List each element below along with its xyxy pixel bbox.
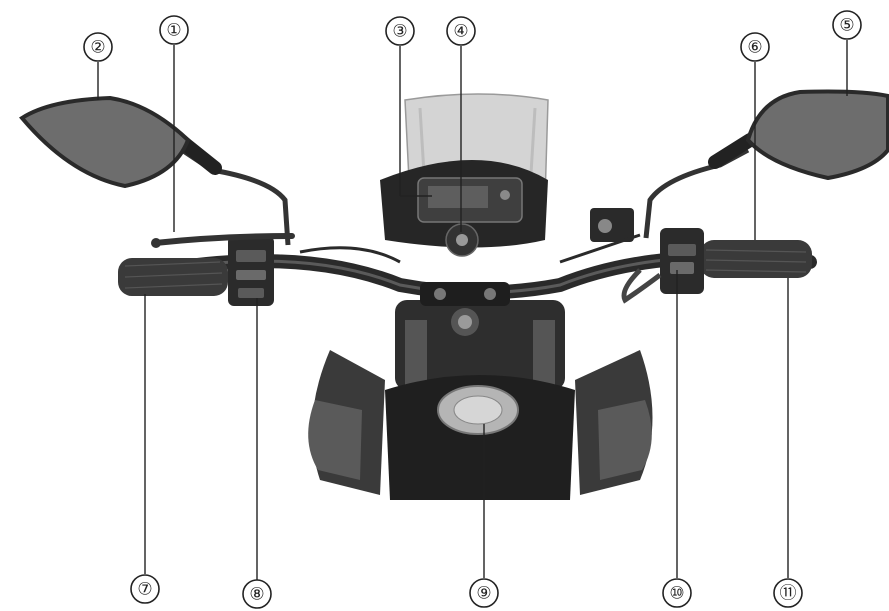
callout-11-label: ⑪: [780, 584, 797, 603]
callout-3-label: ③: [392, 22, 407, 41]
callout-5-label: ⑤: [839, 16, 854, 35]
callout-6: ⑥: [740, 32, 770, 62]
callouts: ① ② ③ ④ ⑤ ⑥ ⑦ ⑧: [83, 10, 862, 609]
right-mirror: [745, 89, 889, 181]
right-grip: [700, 240, 812, 278]
leader-lines: [97, 40, 848, 580]
clutch-lever: [152, 233, 295, 246]
left-mirror: [19, 95, 191, 189]
callout-10-label: ⑩: [669, 584, 684, 603]
callout-2: ②: [83, 32, 113, 62]
callout-3: ③: [385, 16, 415, 46]
callout-6-label: ⑥: [747, 38, 762, 57]
brake-fluid-reservoir: [590, 208, 634, 242]
motorcycle-illustration: [19, 89, 889, 500]
callout-8: ⑧: [242, 579, 272, 609]
callout-11: ⑪: [773, 578, 803, 608]
callout-7-label: ⑦: [137, 580, 152, 599]
callout-8-label: ⑧: [249, 585, 264, 604]
callout-4-label: ④: [453, 22, 468, 41]
callout-9: ⑨: [469, 578, 499, 608]
fuel-tank: [385, 375, 575, 500]
callout-4: ④: [446, 16, 476, 46]
callout-7: ⑦: [130, 574, 160, 604]
callout-5: ⑤: [832, 10, 862, 40]
callout-2-label: ②: [90, 38, 105, 57]
callout-1-label: ①: [166, 21, 181, 40]
left-grip: [118, 258, 228, 296]
front-brake-lever: [621, 268, 662, 304]
callout-9-label: ⑨: [476, 584, 491, 603]
callout-10: ⑩: [662, 578, 692, 608]
callout-1: ①: [159, 15, 189, 45]
right-switch-housing: [660, 228, 704, 294]
